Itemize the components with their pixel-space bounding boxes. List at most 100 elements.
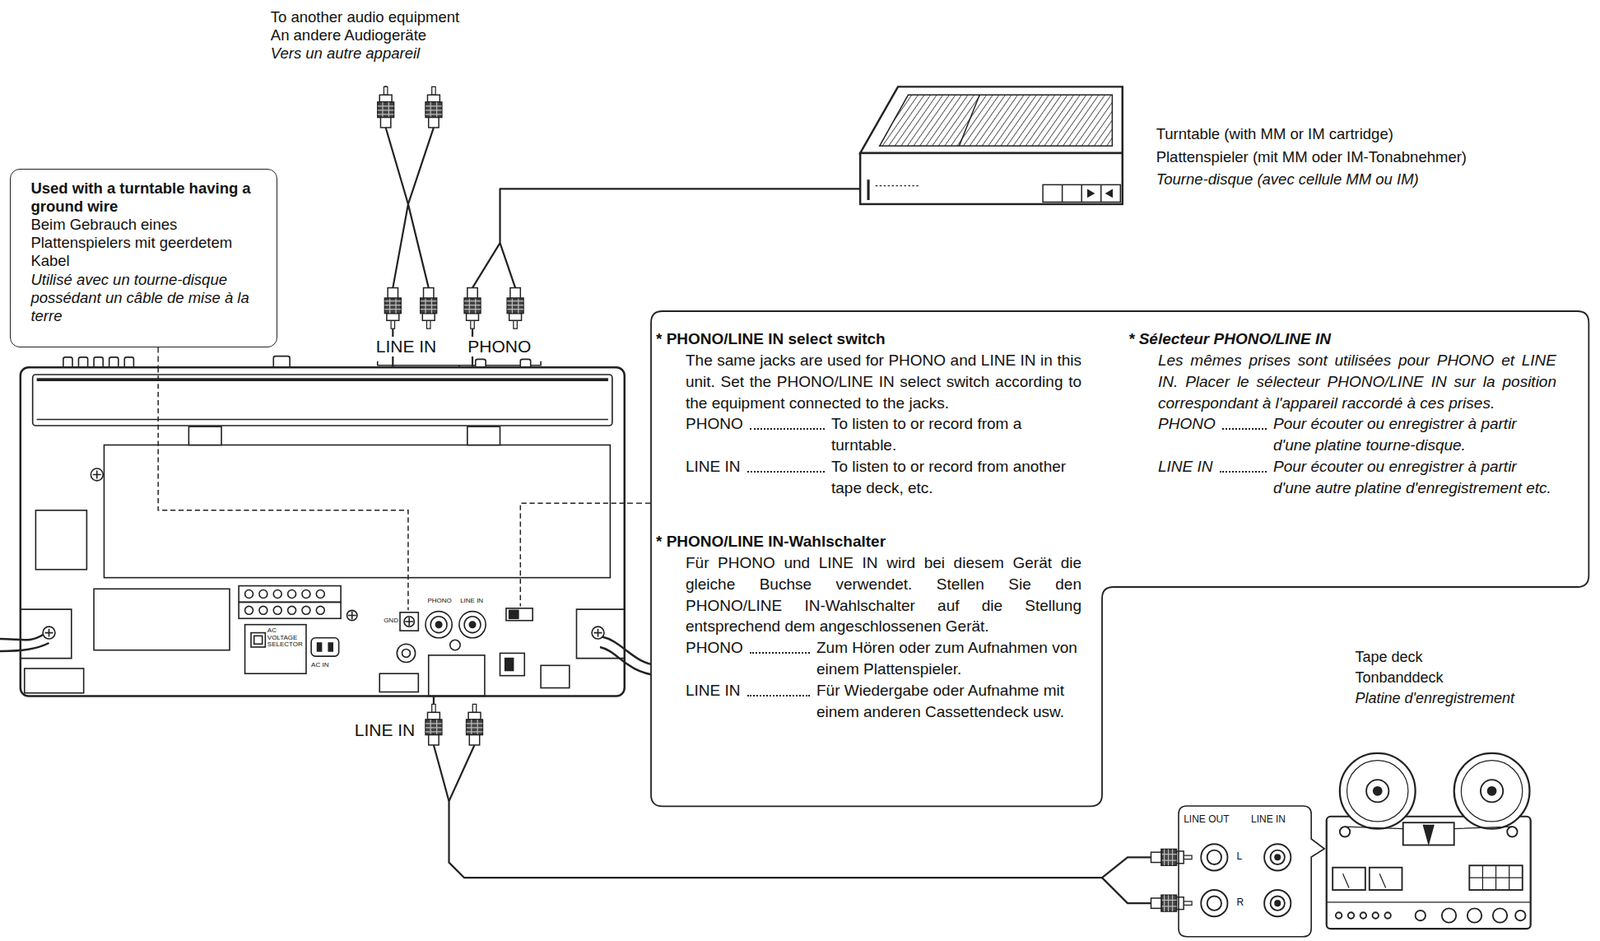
note-outline-path xyxy=(651,311,1589,806)
dot-leader xyxy=(1222,413,1267,430)
tape-unit-rear-drawing-part xyxy=(520,502,624,606)
tape-deck-drawing-part xyxy=(1347,760,1409,822)
position-description: Für Wiedergabe oder Aufnahme mit einem a… xyxy=(816,679,1082,723)
position-description: To listen to or record from a turntable. xyxy=(831,413,1082,456)
note-heading: * PHONO/LINE IN select switch xyxy=(655,328,1082,350)
jack-label: L xyxy=(1237,850,1243,863)
tape-deck-drawing-part xyxy=(1326,816,1531,929)
tape-unit-rear-drawing-part xyxy=(273,590,282,599)
panel-marking: PHONO xyxy=(427,596,452,605)
tape-unit-rear-drawing-part xyxy=(311,637,339,656)
tape-unit-rear-drawing-part xyxy=(540,665,570,688)
tape-deck-drawing-part xyxy=(1360,911,1367,918)
position-description: Pour écouter ou enregistrer à partir d'u… xyxy=(1273,455,1557,499)
turntable-drawing-part xyxy=(1042,184,1121,202)
tape-unit-rear-drawing-part xyxy=(348,611,357,620)
jack-panel-callout: LINE OUTLINE INLR xyxy=(1178,805,1312,937)
switch-position: PHONO xyxy=(685,637,744,659)
tape-unit-rear-drawing-part xyxy=(435,621,442,628)
tape-deck-jacks-part xyxy=(1270,895,1285,910)
tape-unit-rear-drawing-part xyxy=(379,673,419,692)
note-heading: * PHONO/LINE IN-Wahlschalter xyxy=(655,530,1082,553)
note-body: Für PHONO und LINE IN wird bei diesem Ge… xyxy=(685,552,1082,638)
tape-deck-drawing-part xyxy=(1384,911,1391,918)
tape-deck-drawing-part xyxy=(1403,822,1455,845)
turntable-drawing-part xyxy=(879,94,1113,146)
tape-deck-jacks-part xyxy=(1274,900,1280,906)
term-cell: LINE IN xyxy=(685,455,832,478)
tape-unit-rear-drawing-part xyxy=(404,616,414,627)
equipment-caption: To another audio equipmentAn andere Audi… xyxy=(267,8,518,86)
tape-unit-rear-drawing-part xyxy=(35,510,87,570)
tape-deck-jacks-part xyxy=(1274,854,1280,860)
dot-leader xyxy=(749,413,825,430)
turntable-drawing-part xyxy=(958,94,980,146)
term-cell: PHONO xyxy=(1158,413,1274,435)
tape-unit-rear-drawing-part xyxy=(288,605,297,614)
definition-row: PHONOPour écouter ou enregistrer à parti… xyxy=(1158,413,1557,456)
tape-unit-rear-drawing-part xyxy=(328,642,333,652)
position-description: To listen to or record from another tape… xyxy=(831,455,1082,499)
definition-row: LINE IN To listen to or record from anoth… xyxy=(685,455,1082,499)
tape-unit-rear-drawing-part xyxy=(259,590,268,599)
tape-deck-drawing-part xyxy=(1366,779,1389,802)
tape-deck-jacks-part xyxy=(1207,850,1222,865)
tape-unit-rear-drawing-part xyxy=(45,628,54,638)
dot-leader xyxy=(747,455,825,473)
panel-marking: AC VOLTAGE SELECTOR xyxy=(267,627,301,648)
tape-deck-drawing-part xyxy=(1460,760,1522,822)
tape-unit-rear-drawing-part xyxy=(302,590,311,599)
cable-branches-part xyxy=(500,242,517,289)
tape-unit-rear-drawing-part xyxy=(469,621,475,628)
tape-unit-rear-drawing-part xyxy=(288,590,297,599)
callout-text: Used with a turntable having a ground wi… xyxy=(30,179,264,216)
switch-position: LINE IN xyxy=(685,455,741,478)
tape-unit-rear-drawing-part xyxy=(20,367,625,696)
tape-deck-drawing-part xyxy=(1348,911,1354,918)
caption-text: Vers un autre appareil xyxy=(270,44,515,63)
panel-marking: GND xyxy=(383,616,399,625)
tape-deck-drawing-part xyxy=(1344,826,1512,828)
tape-unit-rear-drawing-part xyxy=(302,605,311,614)
rca-plugs-part xyxy=(466,703,484,745)
tape-unit-rear-drawing-part xyxy=(93,588,230,650)
switch-position: LINE IN xyxy=(685,679,741,702)
switch-position: PHONO xyxy=(685,413,744,435)
tape-deck-drawing-part xyxy=(1339,753,1416,829)
tape-unit-rear-drawing-part xyxy=(428,655,485,697)
note-heading: * Sélecteur PHONO/LINE IN xyxy=(1128,328,1557,350)
tape-unit: GND PHONO LINE IN AC VOLTAGE SELECTOR AC IN xyxy=(20,367,625,696)
cable-branches-part xyxy=(1102,877,1152,903)
tape-unit-rear-drawing-part xyxy=(24,668,84,694)
position-description: Pour écouter ou enregistrer à partir d'u… xyxy=(1273,413,1557,456)
turntable-drawing-part xyxy=(1088,190,1113,198)
turntable-drawing-part xyxy=(875,185,919,187)
tape-deck-jacks-part xyxy=(1264,843,1291,870)
tape-unit-rear-drawing-part xyxy=(273,605,282,614)
dot-leader xyxy=(747,679,810,697)
panel-marking: LINE IN xyxy=(460,596,484,605)
tape-deck-jacks-part xyxy=(1264,889,1291,917)
position-description: Zum Hören oder zum Aufnahmen von einem P… xyxy=(816,637,1082,680)
tape-deck-drawing-part xyxy=(1467,907,1482,922)
tape-deck-drawing-part xyxy=(1493,907,1507,922)
callout-text: Beim Gebrauch eines Plattenspielers mit … xyxy=(30,215,264,271)
tape-deck-drawing-part xyxy=(1469,865,1522,890)
tape-unit-rear-drawing-part xyxy=(90,468,103,481)
tape-unit-rear-drawing-part xyxy=(401,648,410,657)
tape-deck-drawing-part xyxy=(1332,867,1366,890)
tape-unit-rear-drawing-part xyxy=(404,617,414,626)
tape-deck-drawing-part xyxy=(1369,867,1403,890)
panel-marking: AC IN xyxy=(311,660,329,670)
tape-unit-rear-drawing-part xyxy=(251,632,266,647)
tape-deck-drawing-part xyxy=(1441,907,1456,922)
tape-deck-drawing-part xyxy=(1415,910,1426,921)
tape-unit-rear-drawing-part xyxy=(506,608,533,621)
tape-unit-rear-drawing-part xyxy=(245,624,307,675)
leader-line xyxy=(157,347,159,368)
leader-line xyxy=(624,502,652,504)
note-section: * PHONO/LINE IN select switchThe same ja… xyxy=(685,328,1082,499)
definition-row: PHONO Zum Hören oder zum Aufnahmen von ei… xyxy=(685,637,1082,680)
tape-unit-rear-drawing-part xyxy=(254,635,263,644)
